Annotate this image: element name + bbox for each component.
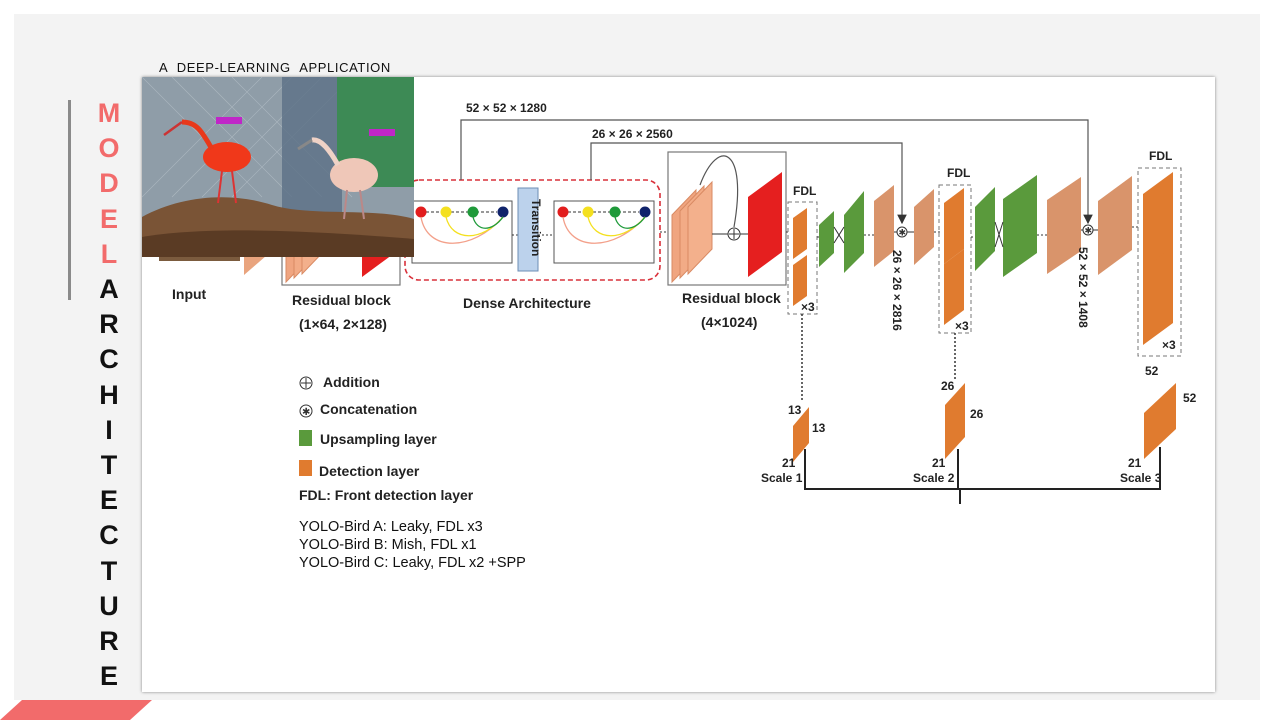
upsampling-layer bbox=[1003, 175, 1037, 277]
variant-c: YOLO-Bird C: Leaky, FDL x2 +SPP bbox=[299, 555, 526, 571]
scale-3-name: Scale 3 bbox=[1120, 471, 1162, 485]
transition-layer bbox=[517, 187, 539, 272]
scale-2-name: Scale 2 bbox=[913, 471, 955, 485]
title-letter: T bbox=[100, 450, 118, 481]
scale-1-bottom: 21 bbox=[782, 456, 796, 470]
accent-divider bbox=[68, 100, 71, 300]
detection-example-image bbox=[142, 77, 414, 257]
dense-block-1-nodes bbox=[415, 206, 509, 244]
scale-2-bottom: 21 bbox=[932, 456, 946, 470]
architecture-figure: 416 416 Input Residual block (1×64, 2×1 bbox=[142, 77, 1215, 692]
scale-2-top: 26 bbox=[941, 379, 955, 393]
conv-layer bbox=[1098, 176, 1132, 275]
scale-2-output bbox=[945, 383, 965, 459]
residual-2-output bbox=[748, 172, 782, 277]
legend-addition: Addition bbox=[323, 374, 380, 390]
upsampling-layer bbox=[844, 191, 864, 273]
concatenation-icon bbox=[299, 404, 313, 418]
title-letter: C bbox=[99, 344, 119, 375]
title-letter: U bbox=[99, 590, 119, 621]
upsampling-swatch bbox=[299, 430, 312, 446]
slide-subtitle: A DEEP-LEARNING APPLICATION bbox=[159, 60, 391, 75]
title-letter: A bbox=[99, 274, 119, 305]
vertical-title: M O D E L A R C H I T E C T U R E bbox=[92, 96, 126, 694]
concat-1-label: 26 × 26 × 2816 bbox=[890, 250, 904, 331]
detection-layer bbox=[793, 208, 807, 259]
title-letter: E bbox=[99, 661, 118, 692]
dense-label: Dense Architecture bbox=[463, 295, 591, 311]
skip-connection-1 bbox=[460, 119, 1093, 225]
svg-text:✱: ✱ bbox=[899, 229, 907, 239]
legend: Addition ✱ Concatenation Upsampling laye… bbox=[299, 374, 474, 503]
title-letter: L bbox=[100, 238, 118, 269]
input-label: Input bbox=[172, 286, 207, 302]
title-letter: E bbox=[99, 485, 118, 516]
conv-layer bbox=[1047, 177, 1081, 274]
upsampling-layer bbox=[819, 211, 834, 267]
legend-concatenation: Concatenation bbox=[320, 401, 417, 417]
dense-block-2-nodes bbox=[557, 206, 651, 244]
fdl-3-label: FDL bbox=[1149, 149, 1172, 163]
conv-layer bbox=[914, 189, 934, 265]
fdl-3-x3: ×3 bbox=[1162, 338, 1176, 352]
upsampling-layer bbox=[975, 187, 995, 271]
scale-3-bottom: 21 bbox=[1128, 456, 1142, 470]
legend-detection: Detection layer bbox=[319, 463, 420, 479]
title-letter: E bbox=[99, 203, 118, 234]
detection-layer bbox=[944, 188, 964, 264]
concat-2-label: 52 × 52 × 1408 bbox=[1076, 247, 1090, 328]
residual-2-sub: (4×1024) bbox=[701, 314, 757, 330]
fdl-group-3 bbox=[1137, 167, 1182, 357]
title-letter: C bbox=[99, 520, 119, 551]
skip-2-label: 26 × 26 × 2560 bbox=[592, 127, 673, 141]
dense-block-1 bbox=[411, 200, 513, 264]
title-letter: R bbox=[99, 309, 119, 340]
title-letter: D bbox=[99, 168, 119, 199]
residual-1-sub: (1×64, 2×128) bbox=[299, 316, 387, 332]
fdl-1-x3: ×3 bbox=[801, 300, 815, 314]
detection-layer bbox=[793, 255, 807, 306]
skip-1-label: 52 × 52 × 1280 bbox=[466, 101, 547, 115]
residual-1-label: Residual block bbox=[292, 292, 391, 308]
fdl-2-label: FDL bbox=[947, 166, 970, 180]
output-bus bbox=[804, 447, 1161, 490]
legend-upsampling: Upsampling layer bbox=[320, 431, 437, 447]
scale-1-top: 13 bbox=[788, 403, 802, 417]
scale-3-output bbox=[1144, 383, 1176, 459]
title-letter: M bbox=[97, 98, 121, 128]
fdl-1-label: FDL bbox=[793, 184, 816, 198]
transition-label: Transition bbox=[529, 199, 543, 256]
model-variants: YOLO-Bird A: Leaky, FDL x3 YOLO-Bird B: … bbox=[299, 518, 526, 572]
title-letter: H bbox=[99, 379, 119, 410]
variant-a: YOLO-Bird A: Leaky, FDL x3 bbox=[299, 519, 483, 535]
fdl-2-x3: ×3 bbox=[955, 319, 969, 333]
variant-b: YOLO-Bird B: Mish, FDL x1 bbox=[299, 537, 477, 553]
title-letter: R bbox=[99, 626, 119, 657]
legend-fdl: FDL: Front detection layer bbox=[299, 487, 474, 503]
conv-layer bbox=[874, 185, 894, 267]
residual-2-layers bbox=[671, 180, 713, 284]
skip-connection-2 bbox=[590, 142, 907, 225]
residual-2-label: Residual block bbox=[682, 290, 781, 306]
title-letter: O bbox=[98, 133, 120, 164]
scale-1-side: 13 bbox=[812, 421, 826, 435]
svg-text:✱: ✱ bbox=[1085, 227, 1093, 237]
residual-block-2 bbox=[667, 151, 787, 286]
corner-accent-shape bbox=[0, 700, 152, 720]
svg-text:✱: ✱ bbox=[302, 407, 310, 418]
detection-swatch bbox=[299, 460, 312, 476]
detection-layer bbox=[944, 249, 964, 325]
scale-1-name: Scale 1 bbox=[761, 471, 803, 485]
dense-block-2 bbox=[553, 200, 655, 264]
detection-layer bbox=[1143, 247, 1173, 345]
scale-2-side: 26 bbox=[970, 407, 984, 421]
title-letter: I bbox=[105, 414, 113, 445]
scale-1-output bbox=[793, 407, 809, 462]
title-letter: T bbox=[100, 555, 118, 586]
scale-3-top: 52 bbox=[1145, 364, 1159, 378]
detection-layer bbox=[1143, 172, 1173, 271]
scale-3-side: 52 bbox=[1183, 391, 1197, 405]
